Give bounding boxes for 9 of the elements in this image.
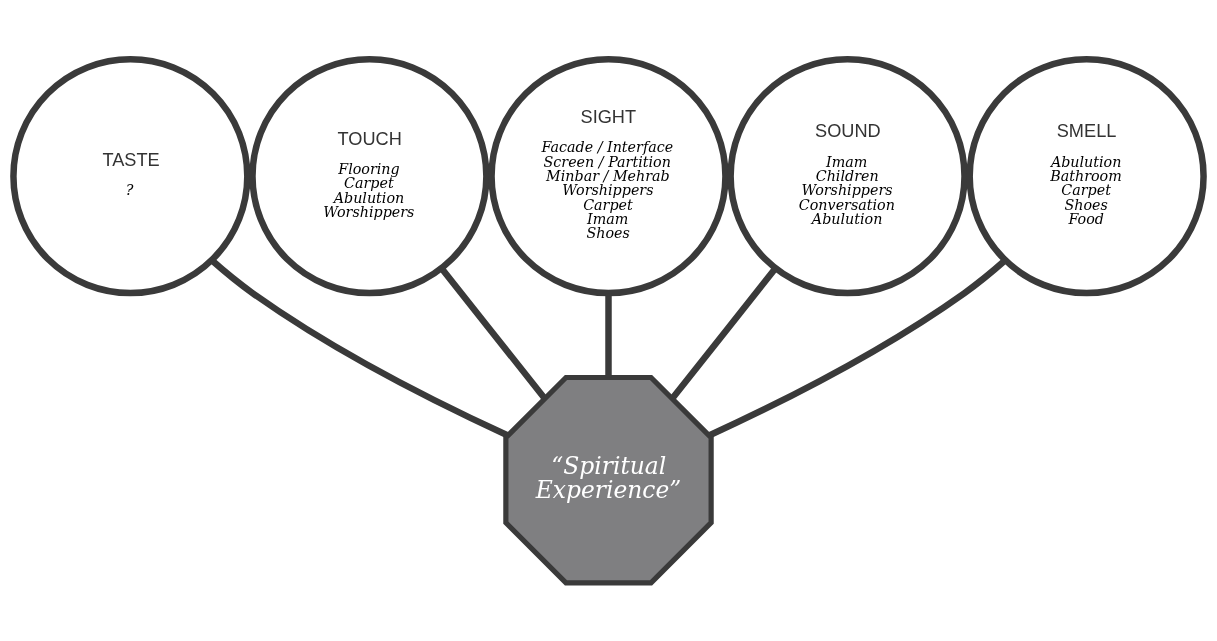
connector: [438, 265, 548, 400]
node-circle: TASTE ?: [10, 55, 251, 296]
node-circle: TOUCH Flooring Carpet Abulution Worshippers: [249, 55, 490, 296]
node-circle: SMELL Abulution Bathroom Carpet Shoes Food: [966, 55, 1207, 296]
connector: [707, 257, 1008, 438]
node-circle: SIGHT Facade / Interface Screen / Partition Minbar / Mehrab Worshippers Carpet Imam Shoes: [488, 55, 729, 296]
connector: [209, 257, 510, 438]
connector: [669, 265, 779, 400]
node-circle: SOUND Imam Children Worshippers Conversation Abulution: [727, 55, 968, 296]
